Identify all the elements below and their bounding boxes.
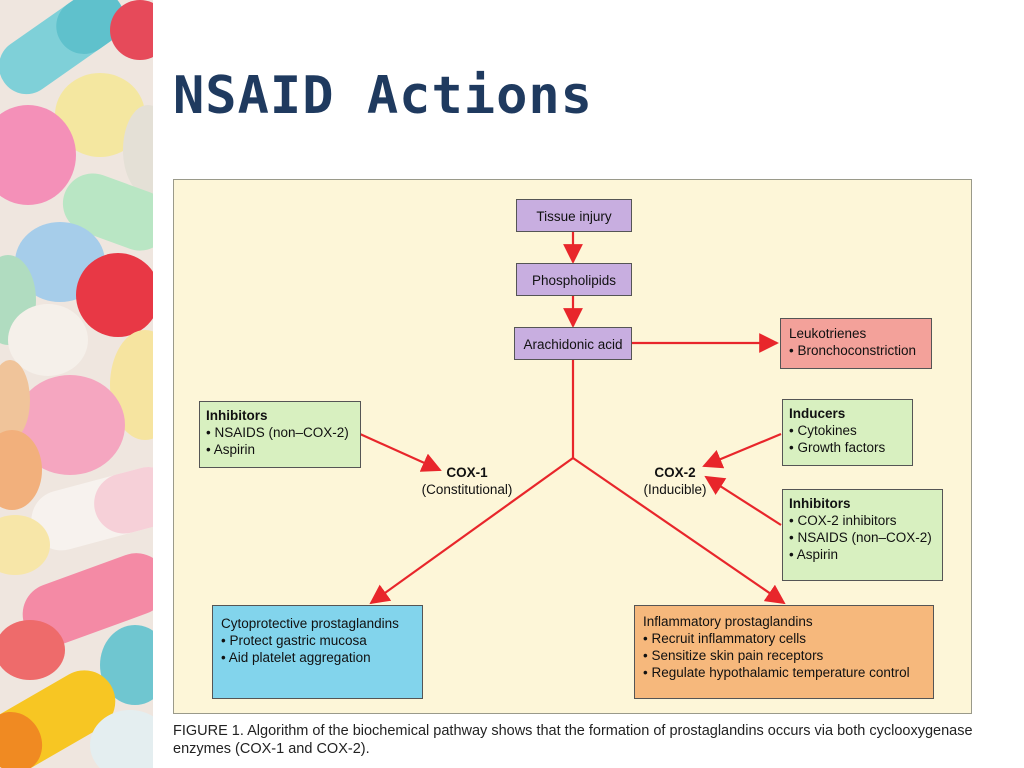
cox2-enzyme: COX-2 (Inducible) xyxy=(630,464,720,498)
cox2-inhibitors-title: Inhibitors xyxy=(789,496,851,511)
tissue-injury-node: Tissue injury xyxy=(516,199,632,232)
cox1-inhibitors-title: Inhibitors xyxy=(206,408,268,423)
arrow-branch-to-inflammatory xyxy=(572,457,786,605)
inflammatory-item: • Regulate hypothalamic temperature cont… xyxy=(643,665,910,680)
cox1-enzyme: COX-1 (Constitutional) xyxy=(412,464,522,498)
inflammatory-title: Inflammatory prostaglandins xyxy=(643,614,813,629)
cox2-inhibitors-item: • Aspirin xyxy=(789,547,838,562)
cox1-name: COX-1 xyxy=(446,465,488,480)
arrow-inhibitors-to-cox1 xyxy=(359,432,442,472)
cytoprotective-item: • Aid platelet aggregation xyxy=(221,650,371,665)
leukotrienes-title: Leukotrienes xyxy=(789,326,867,341)
cytoprotective-node: Cytoprotective prostaglandins • Protect … xyxy=(212,605,423,699)
pill-photo-strip xyxy=(0,0,153,768)
cox1-subtitle: (Constitutional) xyxy=(421,482,513,497)
cox1-inhibitors-node: Inhibitors • NSAIDS (non–COX-2) • Aspiri… xyxy=(199,401,361,468)
arrow-inducers-to-cox2 xyxy=(702,432,782,469)
cox1-inhibitors-item: • NSAIDS (non–COX-2) xyxy=(206,425,349,440)
tissue-injury-label: Tissue injury xyxy=(536,209,612,224)
cox1-inhibitors-item: • Aspirin xyxy=(206,442,255,457)
arrow-branch-to-cytoprotective xyxy=(369,457,574,605)
inflammatory-item: • Recruit inflammatory cells xyxy=(643,631,807,646)
inflammatory-item: • Sensitize skin pain receptors xyxy=(643,648,824,663)
inducers-item: • Growth factors xyxy=(789,440,886,455)
inducers-item: • Cytokines xyxy=(789,423,857,438)
figure-caption: FIGURE 1. Algorithm of the biochemical p… xyxy=(173,723,973,757)
slide-title: NSAID Actions xyxy=(173,66,593,126)
cox2-subtitle: (Inducible) xyxy=(643,482,707,497)
cox2-inhibitors-item: • COX-2 inhibitors xyxy=(789,513,897,528)
cox2-inhibitors-node: Inhibitors • COX-2 inhibitors • NSAIDS (… xyxy=(782,489,943,581)
pathway-arrows xyxy=(359,232,786,605)
cox2-name: COX-2 xyxy=(654,465,696,480)
arachidonic-acid-label: Arachidonic acid xyxy=(523,337,623,352)
phospholipids-label: Phospholipids xyxy=(531,273,617,288)
leukotrienes-item: • Bronchoconstriction xyxy=(789,343,917,358)
pathway-diagram: Tissue injury Phospholipids Arachidonic … xyxy=(173,179,972,714)
inducers-node: Inducers • Cytokines • Growth factors xyxy=(782,399,913,466)
cox2-inhibitors-item: • NSAIDS (non–COX-2) xyxy=(789,530,932,545)
cytoprotective-item: • Protect gastric mucosa xyxy=(221,633,367,648)
cytoprotective-title: Cytoprotective prostaglandins xyxy=(221,616,399,631)
arachidonic-acid-node: Arachidonic acid xyxy=(514,327,632,360)
leukotrienes-node: Leukotrienes • Bronchoconstriction xyxy=(780,318,932,369)
inducers-title: Inducers xyxy=(789,406,846,421)
arrow-cox2-inhibitors-to-cox2 xyxy=(704,475,782,526)
phospholipids-node: Phospholipids xyxy=(516,263,632,296)
pill-photo-image xyxy=(0,0,153,768)
inflammatory-node: Inflammatory prostaglandins • Recruit in… xyxy=(634,605,934,699)
